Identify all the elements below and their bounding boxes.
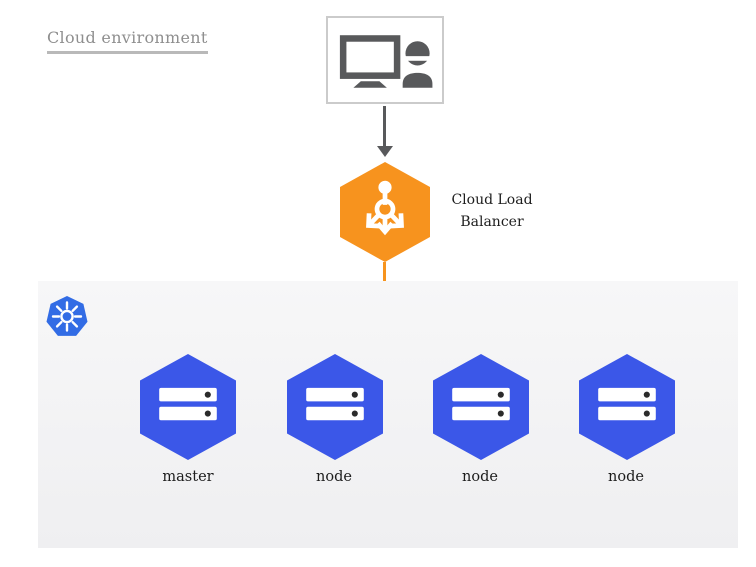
server-icon <box>303 387 367 427</box>
load-balancer-label: Cloud Load Balancer <box>451 192 533 230</box>
load-balancer-hexagon <box>340 162 430 262</box>
workstation-user-icon <box>332 18 438 102</box>
user-icon <box>402 41 433 88</box>
user-to-lb-connector <box>383 106 386 146</box>
node-label: node <box>316 469 352 485</box>
load-balancer-icon <box>356 177 414 247</box>
kubernetes-logo-icon <box>45 295 89 339</box>
user-to-lb-arrowhead-icon <box>377 146 393 157</box>
node-label: node <box>462 469 498 485</box>
server-icon <box>449 387 513 427</box>
node-label: master <box>162 469 214 485</box>
server-icon <box>595 387 659 427</box>
user-workstation-box <box>326 16 444 104</box>
page-title: Cloud environment <box>47 28 208 54</box>
node-label: node <box>608 469 644 485</box>
server-icon <box>156 387 220 427</box>
monitor-icon <box>339 35 401 88</box>
